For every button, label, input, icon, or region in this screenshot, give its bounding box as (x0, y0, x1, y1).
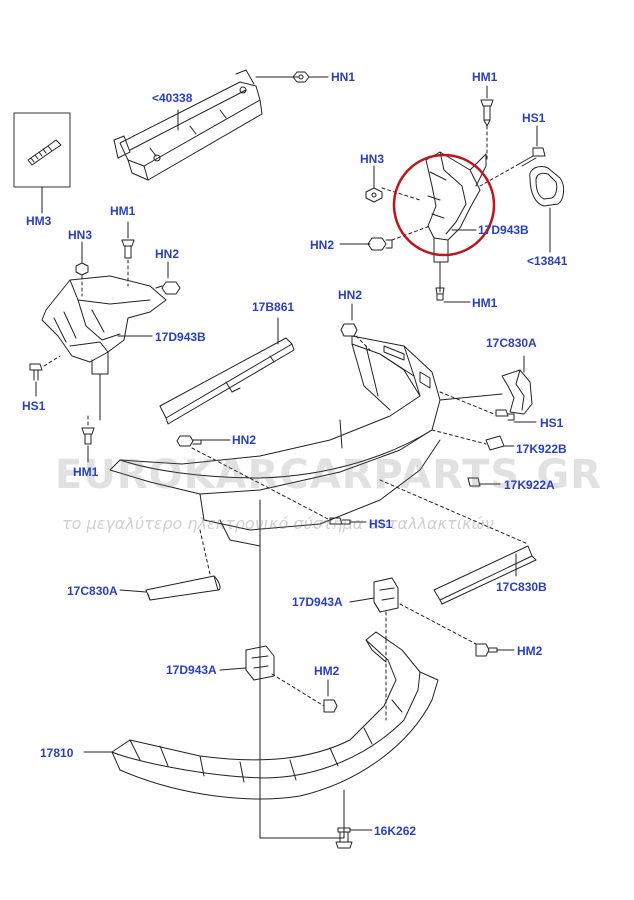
hm2-clip-right (399, 603, 515, 657)
label-17810: 17810 (40, 746, 74, 760)
label-17d943b-left: 17D943B (155, 330, 206, 344)
label-hm1-right: HM1 (472, 296, 498, 310)
label-17k922b: 17K922B (516, 442, 567, 456)
label-hs1-left: HS1 (22, 399, 46, 413)
label-17b861: 17B861 (252, 300, 295, 314)
hm2-clip-left (271, 673, 338, 713)
hs1-screw-top (479, 125, 546, 187)
label-17d943a-right: 17D943A (292, 595, 343, 609)
label-40338: <40338 (152, 91, 193, 105)
label-17k922a: 17K922A (504, 478, 555, 492)
label-hn2-mid: HN2 (338, 288, 363, 302)
bumper-absorber (109, 335, 441, 547)
hn2-nut-mid (340, 303, 371, 351)
hs1-screw-right (439, 391, 537, 423)
label-hs1-right: HS1 (540, 416, 564, 430)
label-hm2-left: HM2 (314, 664, 340, 678)
label-hn3-left: HN3 (68, 228, 93, 242)
strip-17c830b (379, 479, 537, 605)
label-hn2-center: HN2 (232, 433, 257, 447)
label-13841: <13841 (527, 254, 568, 268)
bracket-17d943b-left (41, 275, 167, 421)
hm1-clip-left-bottom (81, 415, 95, 463)
label-hn2-right: HN2 (310, 238, 335, 252)
label-hn3-right: HN3 (360, 152, 385, 166)
label-hs1-center: HS1 (369, 517, 393, 531)
hn3-nut-right (365, 165, 383, 203)
watermark-main: EUROKARCARPARTS.GR (55, 452, 603, 498)
hn2-nut-left (155, 261, 181, 295)
highlight-circle (392, 153, 496, 257)
hs1-screw-left (29, 355, 61, 397)
bracket-17c830a-right (439, 355, 533, 415)
screw-16k262 (335, 799, 373, 849)
lower-tie-panel (259, 789, 345, 839)
reinforcement-beam-40338 (113, 69, 299, 181)
screw-icon (27, 139, 62, 166)
hm1-clip-right (435, 287, 471, 303)
label-hn2-left: HN2 (155, 247, 180, 261)
bracket-17c830a-left (119, 529, 221, 601)
hn3-nut-left (75, 241, 89, 297)
hm3-screw-box (13, 112, 71, 214)
label-17c830a-right: 17C830A (486, 336, 537, 350)
reflector-13841 (529, 165, 565, 253)
label-hm1-bottom: HM1 (73, 465, 99, 479)
label-hm3: HM3 (26, 214, 52, 228)
label-17d943b-top: 17D943B (478, 223, 529, 237)
hm1-clip-top (480, 85, 494, 161)
clip-17k922a (467, 477, 501, 487)
label-hn1-top: HN1 (331, 70, 356, 84)
label-17c830a-left: 17C830A (67, 584, 118, 598)
clip-17k922b (431, 429, 515, 451)
label-hm1-top: HM1 (472, 70, 498, 84)
label-hm1-left: HM1 (110, 204, 136, 218)
hm1-clip-left-top (121, 221, 135, 287)
bumper-cover-17810 (83, 631, 439, 800)
label-16k262: 16K262 (374, 824, 417, 838)
bracket-17d943b-right (381, 151, 487, 293)
label-17d943a-left: 17D943A (166, 663, 217, 677)
bracket-17d943a-right (349, 577, 399, 641)
hs1-screw-center (329, 517, 367, 525)
strip-17b861 (159, 317, 295, 425)
label-hs1-top: HS1 (522, 111, 546, 125)
label-hm2-right: HM2 (517, 644, 543, 658)
watermark-subtitle: το μεγαλύτερο ηλεκτρονικό σύστημα ανταλλ… (62, 514, 494, 533)
hn2-nut-center (176, 435, 331, 521)
hn1-nut-top (292, 71, 329, 83)
hn2-nut-right (339, 237, 393, 251)
bracket-17d943a-left (219, 645, 275, 681)
label-17c830b: 17C830B (496, 580, 547, 594)
